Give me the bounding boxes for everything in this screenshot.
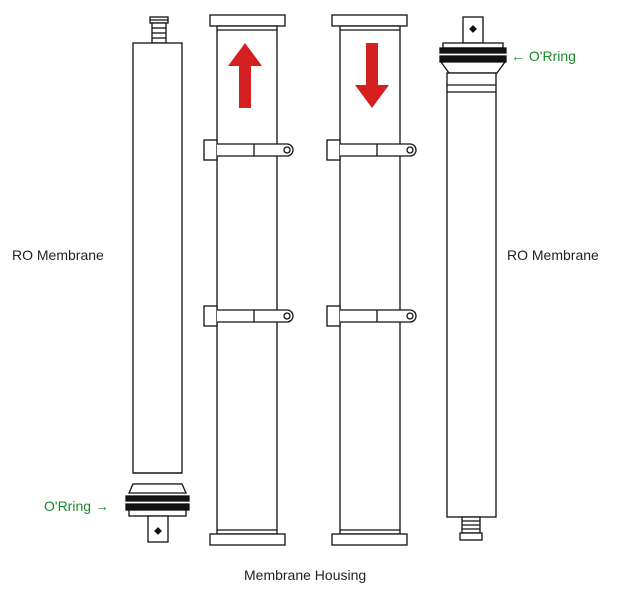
- ro-membrane-left: [125, 16, 190, 543]
- ro-membrane-right: [439, 16, 507, 541]
- flow-up-arrow-icon: [228, 43, 262, 108]
- oring-left-label: O'Rring →: [44, 498, 109, 514]
- membrane-housing-up: [203, 14, 294, 546]
- oring-right-label: ← O'Rring: [511, 48, 576, 64]
- ro-membrane-right-label: RO Membrane: [507, 247, 599, 263]
- membrane-housing-down: [326, 14, 417, 546]
- ro-membrane-left-label: RO Membrane: [12, 247, 104, 263]
- flow-down-arrow-icon: [355, 43, 389, 108]
- membrane-housing-label: Membrane Housing: [244, 567, 367, 583]
